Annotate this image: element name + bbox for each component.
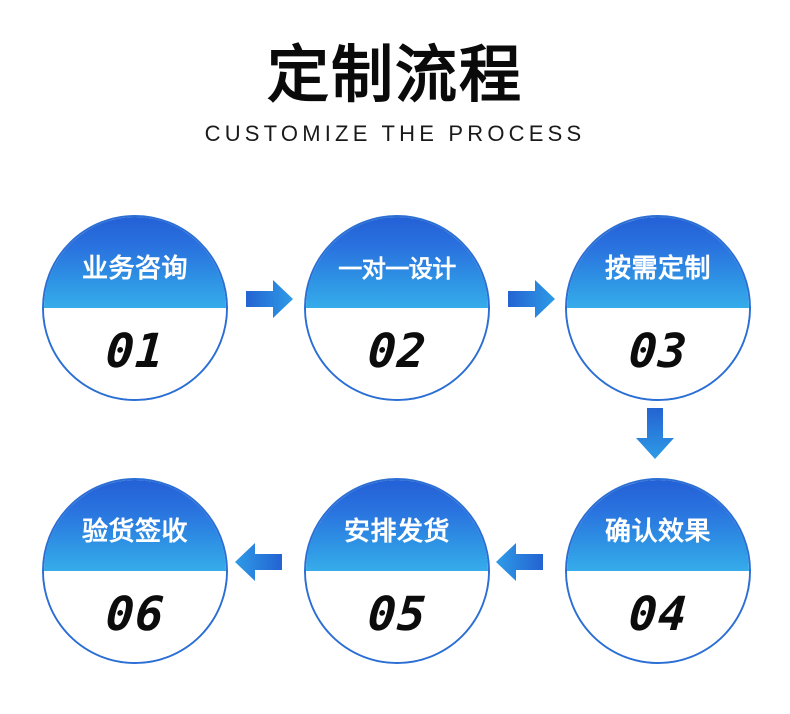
process-step-03[interactable]: 按需定制 03	[565, 215, 751, 401]
step-01-number: 01	[103, 324, 167, 379]
step-05-number: 05	[365, 587, 429, 642]
step-04-number: 04	[626, 587, 690, 642]
step-03-number: 03	[626, 324, 690, 379]
process-step-01[interactable]: 业务咨询 01	[42, 215, 228, 401]
step-02-header: 一对一设计	[306, 217, 488, 308]
page-header: 定制流程 CUSTOMIZE THE PROCESS	[0, 0, 790, 145]
step-03-label: 按需定制	[604, 254, 711, 284]
process-step-05[interactable]: 安排发货 05	[304, 478, 490, 664]
step-06-label: 验货签收	[81, 517, 188, 547]
step-02-body: 02	[306, 308, 488, 399]
step-01-label: 业务咨询	[81, 254, 188, 284]
step-04-label: 确认效果	[604, 517, 711, 547]
step-02-number: 02	[365, 324, 429, 379]
step-02-label: 一对一设计	[338, 255, 456, 283]
step-06-number: 06	[103, 587, 167, 642]
step-03-header: 按需定制	[567, 217, 749, 308]
arrow-left-icon-04-to-05	[496, 541, 544, 583]
process-step-02[interactable]: 一对一设计 02	[304, 215, 490, 401]
step-05-body: 05	[306, 571, 488, 662]
process-step-06[interactable]: 验货签收 06	[42, 478, 228, 664]
arrow-left-icon-05-to-06	[235, 541, 283, 583]
step-06-body: 06	[44, 571, 226, 662]
arrow-right-icon-02-to-03	[508, 278, 556, 320]
step-04-header: 确认效果	[567, 480, 749, 571]
process-step-04[interactable]: 确认效果 04	[565, 478, 751, 664]
step-06-header: 验货签收	[44, 480, 226, 571]
step-03-body: 03	[567, 308, 749, 399]
page-subtitle: CUSTOMIZE THE PROCESS	[204, 121, 586, 146]
step-01-body: 01	[44, 308, 226, 399]
step-01-header: 业务咨询	[44, 217, 226, 308]
arrow-right-icon-01-to-02	[246, 278, 294, 320]
arrow-down-icon-03-to-04	[634, 408, 676, 460]
step-05-label: 安排发货	[343, 517, 450, 547]
step-05-header: 安排发货	[306, 480, 488, 571]
step-04-body: 04	[567, 571, 749, 662]
page-title: 定制流程	[266, 38, 523, 111]
